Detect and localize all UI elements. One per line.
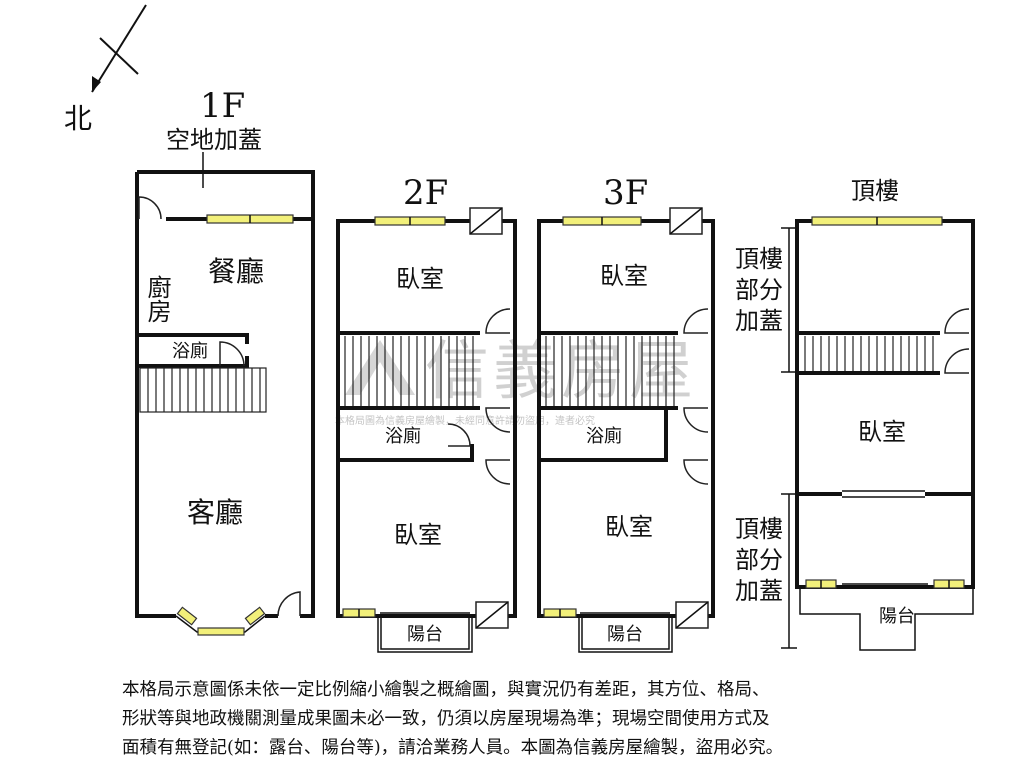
room-2f-bathroom: 浴廁 [385,425,421,447]
room-roof-bedroom: 臥室 [858,418,906,446]
stairs-3f [545,336,675,406]
stairs-1f [139,367,267,413]
floor-roof-title: 頂樓 [851,177,899,205]
disclaimer: 本格局示意圖係未依一定比例縮小繪製之概繪圖，與實況仍有差距，其方位、格局、 形狀… [122,676,1002,763]
watermark: 信義房屋 本格局圖為信義房屋繪製，未經同意許請勿盜用，違者必究 [335,335,697,427]
room-1f-bathroom: 浴廁 [172,340,208,362]
duct-icon [675,601,709,629]
room-1f-kitchen: 廚房 [143,275,171,323]
stairs-roof [804,336,934,371]
floor-1f-subtitle: 空地加蓋 [166,126,262,154]
room-1f-dining: 餐廳 [208,255,264,288]
roof-note-bottom: 頂樓部分加蓋 [735,515,783,605]
room-3f-bathroom: 浴廁 [586,425,622,447]
watermark-logo-icon [345,340,415,395]
duct-icon [469,207,503,235]
floor-3f-title: 3F [603,173,648,213]
disclaimer-line-3: 面積有無登記(如：露台、陽台等)，請洽業務人員。本圖為信義房屋繪製，盜用必究。 [122,738,784,758]
roof-extension-bracket [781,227,797,649]
watermark-brand: 信義房屋 [425,335,697,409]
room-3f-bedroom-top: 臥室 [600,262,648,290]
room-2f-balcony: 陽台 [407,624,443,645]
compass-north-label: 北 [64,102,92,135]
room-3f-bedroom-bottom: 臥室 [605,513,653,541]
stairs-2f [344,336,474,406]
duct-icon [475,601,509,629]
disclaimer-line-1: 本格局示意圖係未依一定比例縮小繪製之概繪圖，與實況仍有差距，其方位、格局、 [122,680,770,700]
floor-1f: 1F 空地加蓋 廚房 餐廳 浴廁 [135,86,315,636]
floor-2f-title: 2F [403,173,448,213]
floor-3f: 3F 臥室 浴廁 臥室 [537,173,715,653]
floor-roof: 頂樓 臥室 陽台 [781,177,975,651]
watermark-notice: 本格局圖為信義房屋繪製，未經同意許請勿盜用，違者必究 [335,414,595,427]
compass: 北 [64,4,147,135]
north-arrow-icon [91,4,147,93]
room-roof-balcony: 陽台 [879,606,915,627]
roof-note-top: 頂樓部分加蓋 [735,245,783,335]
floor-2f: 2F 臥室 浴廁 臥室 [336,173,517,653]
disclaimer-line-2: 形狀等與地政機關測量成果圖未必一致，仍須以房屋現場為準；現場空間使用方式及 [122,709,770,729]
room-1f-living: 客廳 [187,496,243,529]
room-2f-bedroom-top: 臥室 [396,265,444,293]
floor-1f-title: 1F [200,86,245,126]
room-3f-balcony: 陽台 [607,624,643,645]
room-2f-bedroom-bottom: 臥室 [394,521,442,549]
duct-icon [669,207,703,235]
